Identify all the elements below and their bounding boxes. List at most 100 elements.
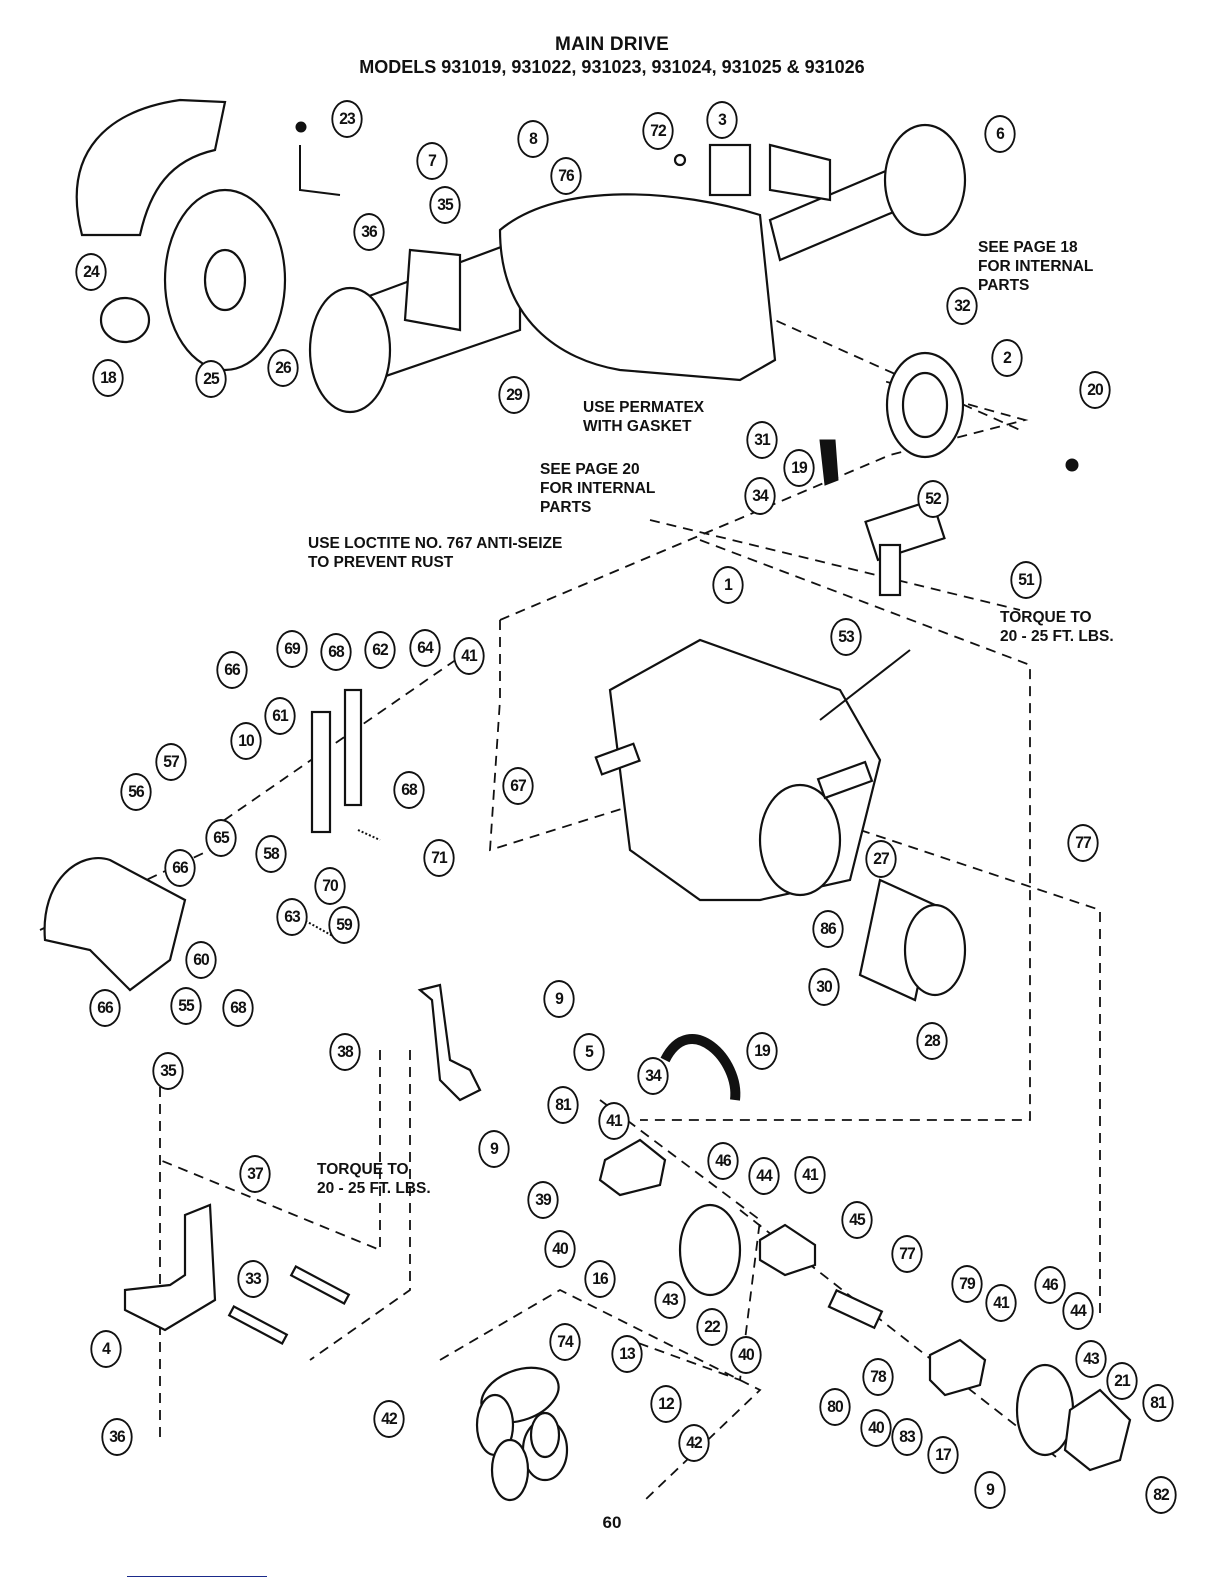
callout-part-81-upper[interactable]: 81	[547, 1086, 579, 1124]
note-see-page-18: SEE PAGE 18 FOR INTERNAL PARTS	[978, 239, 1094, 294]
callout-part-13[interactable]: 13	[611, 1335, 643, 1373]
callout-part-22[interactable]: 22	[696, 1308, 728, 1346]
callout-part-55[interactable]: 55	[170, 987, 202, 1025]
callout-part-74[interactable]: 74	[549, 1323, 581, 1361]
callout-part-65[interactable]: 65	[205, 819, 237, 857]
callout-part-19-lower[interactable]: 19	[746, 1032, 778, 1070]
callout-part-41-lower[interactable]: 41	[598, 1102, 630, 1140]
callout-part-37[interactable]: 37	[239, 1155, 271, 1193]
callout-part-82[interactable]: 82	[1145, 1476, 1177, 1514]
coupler-16-part	[598, 1138, 667, 1197]
callout-part-42-right[interactable]: 42	[678, 1424, 710, 1462]
callout-part-6[interactable]: 6	[984, 115, 1016, 153]
callout-part-30[interactable]: 30	[808, 968, 840, 1006]
callout-part-77-upper[interactable]: 77	[1067, 824, 1099, 862]
callout-part-58[interactable]: 58	[255, 835, 287, 873]
plug-8	[295, 121, 307, 133]
callout-part-19[interactable]: 19	[783, 449, 815, 487]
callout-part-32[interactable]: 32	[946, 287, 978, 325]
callout-part-81-lower[interactable]: 81	[1142, 1384, 1174, 1422]
bracket-37-part	[123, 1203, 217, 1332]
callout-part-23[interactable]: 23	[331, 100, 363, 138]
callout-part-35[interactable]: 35	[429, 186, 461, 224]
callout-part-71[interactable]: 71	[423, 839, 455, 877]
callout-part-9-mid[interactable]: 9	[478, 1130, 510, 1168]
callout-part-83[interactable]: 83	[891, 1418, 923, 1456]
callout-part-12[interactable]: 12	[650, 1385, 682, 1423]
callout-part-9-lower[interactable]: 9	[974, 1471, 1006, 1509]
callout-part-41-upper[interactable]: 41	[453, 637, 485, 675]
callout-part-43-lower[interactable]: 43	[1075, 1340, 1107, 1378]
callout-part-34[interactable]: 34	[744, 477, 776, 515]
callout-part-79[interactable]: 79	[951, 1265, 983, 1303]
callout-part-63[interactable]: 63	[276, 898, 308, 936]
callout-part-31[interactable]: 31	[746, 421, 778, 459]
callout-part-38[interactable]: 38	[329, 1033, 361, 1071]
callout-part-39[interactable]: 39	[527, 1181, 559, 1219]
callout-part-24[interactable]: 24	[75, 253, 107, 291]
callout-part-40-upper[interactable]: 40	[544, 1230, 576, 1268]
callout-part-5[interactable]: 5	[573, 1033, 605, 1071]
callout-part-68-mid[interactable]: 68	[393, 771, 425, 809]
callout-part-53[interactable]: 53	[830, 618, 862, 656]
callout-part-21[interactable]: 21	[1106, 1362, 1138, 1400]
callout-part-66-mid[interactable]: 66	[164, 849, 196, 887]
callout-part-41-far[interactable]: 41	[985, 1284, 1017, 1322]
callout-part-57[interactable]: 57	[155, 743, 187, 781]
callout-part-9-upper[interactable]: 9	[543, 980, 575, 1018]
callout-part-17[interactable]: 17	[927, 1436, 959, 1474]
callout-part-67[interactable]: 67	[502, 767, 534, 805]
callout-part-33[interactable]: 33	[237, 1260, 269, 1298]
callout-part-1[interactable]: 1	[712, 566, 744, 604]
callout-part-28[interactable]: 28	[916, 1022, 948, 1060]
callout-part-76[interactable]: 76	[550, 157, 582, 195]
callout-part-42-left[interactable]: 42	[373, 1400, 405, 1438]
callout-part-10[interactable]: 10	[230, 722, 262, 760]
callout-part-62[interactable]: 62	[364, 631, 396, 669]
callout-part-56[interactable]: 56	[120, 773, 152, 811]
callout-part-35-lower[interactable]: 35	[152, 1052, 184, 1090]
callout-part-78[interactable]: 78	[862, 1358, 894, 1396]
callout-part-29[interactable]: 29	[498, 376, 530, 414]
callout-part-4[interactable]: 4	[90, 1330, 122, 1368]
callout-part-51[interactable]: 51	[1010, 561, 1042, 599]
callout-part-68-lower[interactable]: 68	[222, 989, 254, 1027]
callout-part-72[interactable]: 72	[642, 112, 674, 150]
callout-part-46-lower[interactable]: 46	[1034, 1266, 1066, 1304]
callout-part-80[interactable]: 80	[819, 1388, 851, 1426]
callout-part-46-upper[interactable]: 46	[707, 1142, 739, 1180]
callout-part-34-lower[interactable]: 34	[637, 1057, 669, 1095]
callout-part-2[interactable]: 2	[991, 339, 1023, 377]
callout-part-3[interactable]: 3	[706, 101, 738, 139]
callout-part-40-mid[interactable]: 40	[730, 1336, 762, 1374]
callout-part-27[interactable]: 27	[865, 840, 897, 878]
callout-part-69[interactable]: 69	[276, 630, 308, 668]
callout-part-64[interactable]: 64	[409, 629, 441, 667]
callout-part-26[interactable]: 26	[267, 349, 299, 387]
callout-part-7[interactable]: 7	[416, 142, 448, 180]
callout-part-70[interactable]: 70	[314, 867, 346, 905]
callout-part-66-upper[interactable]: 66	[216, 651, 248, 689]
callout-part-60[interactable]: 60	[185, 941, 217, 979]
callout-part-8[interactable]: 8	[517, 120, 549, 158]
callout-part-86[interactable]: 86	[812, 910, 844, 948]
callout-part-77-lower[interactable]: 77	[891, 1235, 923, 1273]
callout-part-43-upper[interactable]: 43	[654, 1281, 686, 1319]
callout-part-16[interactable]: 16	[584, 1260, 616, 1298]
callout-part-44-upper[interactable]: 44	[748, 1157, 780, 1195]
callout-part-45[interactable]: 45	[841, 1201, 873, 1239]
callout-part-68-upper[interactable]: 68	[320, 633, 352, 671]
callout-part-61[interactable]: 61	[264, 697, 296, 735]
callout-part-20[interactable]: 20	[1079, 371, 1111, 409]
callout-part-36[interactable]: 36	[353, 213, 385, 251]
note-use-loctite: USE LOCTITE NO. 767 ANTI-SEIZE TO PREVEN…	[308, 535, 563, 571]
callout-part-25[interactable]: 25	[195, 360, 227, 398]
callout-part-40-lower[interactable]: 40	[860, 1409, 892, 1447]
callout-part-66-lower[interactable]: 66	[89, 989, 121, 1027]
callout-part-36-lower[interactable]: 36	[101, 1418, 133, 1456]
callout-part-44-lower[interactable]: 44	[1062, 1292, 1094, 1330]
callout-part-59[interactable]: 59	[328, 906, 360, 944]
callout-part-18[interactable]: 18	[92, 359, 124, 397]
callout-part-52[interactable]: 52	[917, 480, 949, 518]
callout-part-41-right[interactable]: 41	[794, 1156, 826, 1194]
